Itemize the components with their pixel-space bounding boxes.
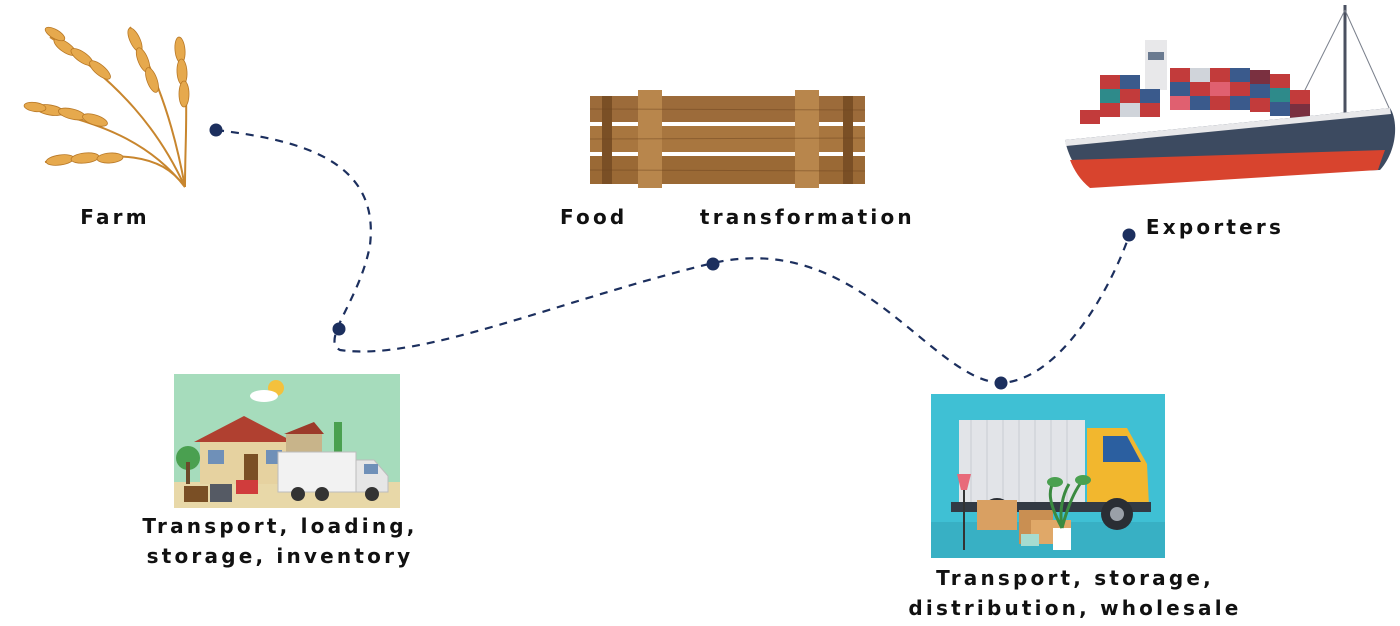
stage-label-exporters: Exporters [1145,215,1285,239]
stage-label-line: Transport, loading, [142,514,418,538]
stage-label-food-transformation: Food transformation [560,205,915,229]
node-transport-loading [332,322,346,336]
node-exporters [1122,228,1136,242]
node-transport-distribution [994,376,1008,390]
stage-label-line: Transport, storage, [936,566,1214,590]
node-food-transformation [706,257,720,271]
delivery-truck-icon [931,394,1165,558]
wooden-crate-icon [590,90,865,188]
wheat-icon [23,26,190,188]
stage-label-transport-distribution: Transport, storage, distribution, wholes… [890,563,1260,623]
cargo-ship-icon [1065,5,1396,188]
stage-label-line: distribution, wholesale [908,596,1242,620]
node-farm [209,123,223,137]
house-moving-truck-icon [174,374,400,508]
stage-label-transport-loading: Transport, loading, storage, inventory [120,511,440,571]
stage-label-line: storage, inventory [146,544,414,568]
dashed-route [215,128,1131,385]
stage-label-farm: Farm [80,205,150,229]
